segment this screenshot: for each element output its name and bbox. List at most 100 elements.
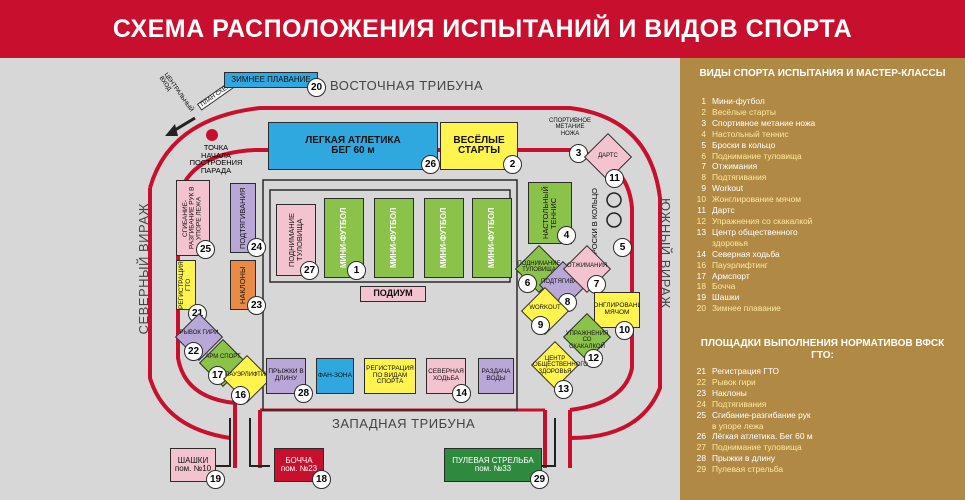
legend-item: 6 Поднимание туловища bbox=[688, 151, 815, 162]
legend-item-label: Дартс bbox=[712, 205, 735, 216]
legend-item-number: 29 bbox=[696, 464, 706, 475]
zone-minifootball-4: МИНИ-ФУТБОЛ bbox=[472, 198, 512, 278]
boccia-label: БОЧЧА bbox=[285, 455, 313, 465]
legend-item: в упоре лежа bbox=[688, 421, 813, 432]
zone-knife-throwing-3: СПОРТИВНОЕ МЕТАНИЕ НОЖА bbox=[548, 118, 592, 137]
legend-item-label: в упоре лежа bbox=[712, 420, 764, 431]
zone-athletics: ЛЕГКАЯ АТЛЕТИКА БЕГ 60 м bbox=[268, 122, 438, 170]
legend-item-label: Армспорт bbox=[712, 270, 750, 281]
legend-item-label: Центр общественного bbox=[712, 226, 798, 237]
legend-item-number: 24 bbox=[696, 398, 706, 409]
zone-health-13: ЦЕНТР ОБЩЕСТВЕННОГО ЗДОРОВЬЯ bbox=[533, 356, 588, 375]
north-turn-label: СЕВЕРНЫЙ ВИРАЖ bbox=[136, 203, 151, 335]
boccia-room: пом. №23 bbox=[280, 464, 318, 473]
marker-6: 6 bbox=[518, 274, 537, 293]
marker-22: 22 bbox=[184, 342, 203, 361]
legend-item-label: Весёлые старты bbox=[712, 106, 776, 117]
legend-item-number: 12 bbox=[696, 215, 706, 226]
marker-10: 10 bbox=[615, 321, 634, 340]
shooting-room: пом. №33 bbox=[474, 464, 512, 473]
zone-fan-zone: ФАН-ЗОНА bbox=[316, 358, 354, 394]
legend-item-number: 8 bbox=[701, 172, 706, 183]
page-title: СХЕМА РАСПОЛОЖЕНИЯ ИСПЫТАНИЙ И ВИДОВ СПО… bbox=[112, 15, 853, 43]
marker-18: 18 bbox=[312, 470, 331, 489]
athletics-sub: БЕГ 60 м bbox=[331, 145, 375, 156]
legend-item-number: 11 bbox=[697, 205, 706, 216]
legend-item-label: Поднимание туловища bbox=[712, 442, 802, 453]
legend-item-label: Лёгкая атлетика. Бег 60 м bbox=[712, 431, 813, 442]
legend-item-number: 27 bbox=[696, 442, 706, 453]
marker-12: 12 bbox=[584, 349, 603, 368]
marker-9: 9 bbox=[531, 316, 550, 335]
athletics-label: ЛЕГКАЯ АТЛЕТИКА bbox=[305, 134, 401, 146]
legend-item: 26 Лёгкая атлетика. Бег 60 м bbox=[688, 431, 813, 442]
legend-item-label: Броски в кольцо bbox=[712, 139, 776, 150]
legend-item-label: Поднимание туловища bbox=[712, 150, 802, 161]
checkers-room: пом. №10 bbox=[174, 464, 212, 473]
marker-13: 13 bbox=[554, 380, 573, 399]
zone-water: РАЗДАЧА ВОДЫ bbox=[478, 358, 514, 394]
south-turn-label: ЮЖНЫЙ ВИРАЖ bbox=[658, 198, 673, 309]
legend-item-number: 17 bbox=[696, 270, 706, 281]
legend-item: здоровья bbox=[688, 238, 815, 249]
marker-1: 1 bbox=[347, 261, 366, 280]
legend-item-label: Пулевая стрельба bbox=[712, 464, 784, 475]
checkers-label: ШАШКИ bbox=[177, 455, 209, 465]
legend-item-label: Прыжки в длину bbox=[712, 453, 776, 464]
legend-item-number: 25 bbox=[696, 409, 706, 420]
legend-item-label: Отжимания bbox=[712, 161, 758, 172]
east-stand-label: ВОСТОЧНАЯ ТРИБУНА bbox=[330, 78, 484, 93]
marker-16: 16 bbox=[231, 386, 250, 405]
legend-item-number: 6 bbox=[701, 150, 706, 161]
marker-23: 23 bbox=[247, 296, 266, 315]
stadium-map: ВОСТОЧНАЯ ТРИБУНА ЗАПАДНАЯ ТРИБУНА СЕВЕР… bbox=[0, 58, 680, 500]
legend-item-label: Пауэрлифтинг bbox=[712, 259, 768, 270]
legend-item-label: Упражнения со скакалкой bbox=[712, 215, 813, 226]
zone-registration-sports: РЕГИСТРАЦИЯ ПО ВИДАМ СПОРТА bbox=[364, 358, 416, 394]
zone-kettlebell-22: РЫВОК ГИРИ bbox=[179, 330, 219, 336]
zone-long-jump-28: ПРЫЖКИ В ДЛИНУ bbox=[266, 358, 306, 394]
zone-workout-9: WORKOUT bbox=[529, 305, 561, 311]
legend-item-number: 21 bbox=[696, 366, 706, 376]
legend-item-label: Зимнее плавание bbox=[712, 303, 781, 314]
zone-push-ups-7: ОТЖИМАНИЯ bbox=[566, 263, 608, 269]
marker-20: 20 bbox=[307, 78, 326, 97]
legend-item-number: 20 bbox=[696, 303, 706, 314]
zone-podium: ПОДИУМ bbox=[360, 286, 426, 302]
zone-darts-11: ДАРТС bbox=[598, 153, 618, 159]
zone-powerlifting-16: ПАУЭРЛИФТИНГ bbox=[225, 372, 273, 378]
legend-item: 28 Прыжки в длину bbox=[688, 453, 813, 464]
marker-14: 14 bbox=[452, 384, 471, 403]
legend-item-number: 26 bbox=[696, 431, 706, 442]
marker-26: 26 bbox=[421, 155, 440, 174]
legend-item-number: 2 bbox=[701, 106, 706, 117]
legend-item-number: 18 bbox=[696, 281, 706, 292]
legend-heading-gto: ПЛОЩАДКИ ВЫПОЛНЕНИЯ НОРМАТИВОВ ВФСК ГТО: bbox=[700, 338, 945, 361]
legend-item-number: 22 bbox=[696, 376, 706, 387]
legend-item-number: 28 bbox=[696, 453, 706, 464]
legend-item: 27 Поднимание туловища bbox=[688, 442, 813, 453]
legend-item-number: 4 bbox=[701, 128, 706, 139]
legend-item-label: Настольный теннис bbox=[712, 128, 789, 139]
zone-sit-ups-6: ПОДНИМАНИЕ ТУЛОВИЩА bbox=[517, 261, 561, 274]
legend-item-label: Бочча bbox=[712, 281, 736, 292]
marker-2: 2 bbox=[503, 155, 522, 174]
shooting-label: ПУЛЕВАЯ СТРЕЛЬБА bbox=[452, 455, 534, 465]
zone-juggling-10: ЖОНГЛИРОВАНИЕ МЯЧОМ bbox=[594, 292, 640, 328]
west-stand-label: ЗАПАДНАЯ ТРИБУНА bbox=[332, 416, 476, 431]
marker-25: 25 bbox=[196, 240, 215, 259]
legend-item: 11 Дартс bbox=[688, 205, 815, 216]
marker-17: 17 bbox=[208, 366, 227, 385]
